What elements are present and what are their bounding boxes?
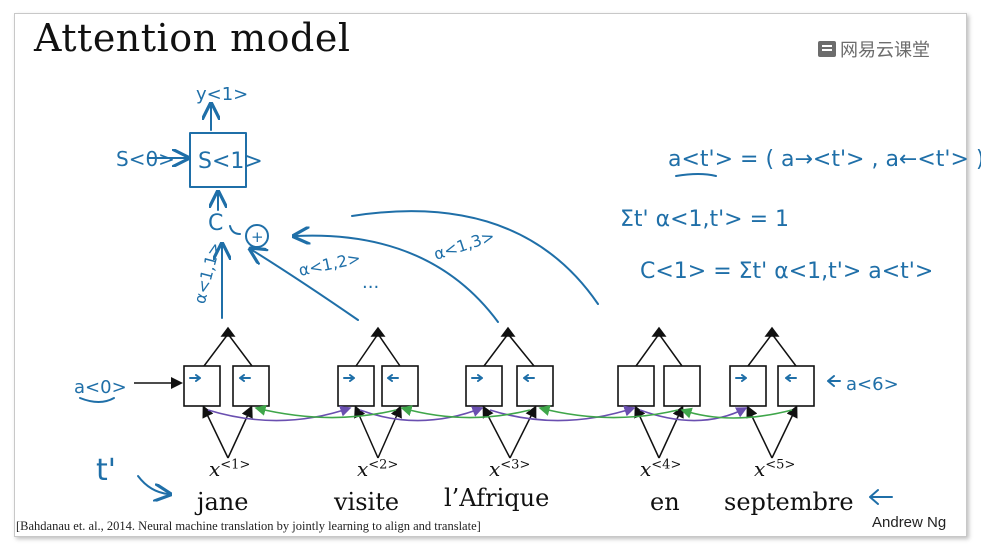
backward-cell-2 xyxy=(381,365,419,407)
x-label-3: x<3> xyxy=(489,457,531,481)
chat-bubble-icon xyxy=(818,41,836,57)
a6-label: a<6> xyxy=(846,374,899,395)
backward-cell-3 xyxy=(516,365,554,407)
input-word-4: en xyxy=(650,488,680,516)
brand-logo: 网易云课堂 xyxy=(818,36,930,62)
slide-title: Attention model xyxy=(34,16,351,60)
alpha11-label: α<1,1> xyxy=(190,240,225,306)
plus-label: + xyxy=(251,228,264,246)
forward-cell-2 xyxy=(337,365,375,407)
c-label: C xyxy=(208,211,223,236)
slide-frame xyxy=(14,13,967,537)
backward-recurrence xyxy=(254,404,793,419)
cell-output-arrows xyxy=(203,326,797,367)
forward-cell-1 xyxy=(183,365,221,407)
alpha13-label: α<1,3> xyxy=(431,226,497,263)
backward-cell-4 xyxy=(663,365,701,407)
equation-sum-one: Σt' α<1,t'> = 1 xyxy=(620,207,789,232)
t-prime-label: t' xyxy=(96,453,116,488)
input-word-1: jane xyxy=(197,488,249,516)
backward-cell-5 xyxy=(777,365,815,407)
x-label-4: x<4> xyxy=(640,457,682,481)
x-label-1: x<1> xyxy=(209,457,251,481)
input-word-2: visite xyxy=(334,488,400,516)
s1-label: S<1> xyxy=(198,149,263,174)
s0-label: S<0> xyxy=(116,147,175,171)
equation-context: C<1> = Σt' α<1,t'> a<t'> xyxy=(640,259,933,284)
x-label-5: x<5> xyxy=(754,457,796,481)
forward-cell-5 xyxy=(729,365,767,407)
citation: [Bahdanau et. al., 2014. Neural machine … xyxy=(16,519,481,533)
y1-label: y<1> xyxy=(196,84,248,105)
ellipsis-label: ... xyxy=(362,272,379,293)
backward-cell-1 xyxy=(232,365,270,407)
alpha12-label: α<1,2> xyxy=(297,248,362,280)
author-credit: Andrew Ng xyxy=(872,514,947,531)
decoder-state-box xyxy=(189,132,247,188)
forward-cell-4 xyxy=(617,365,655,407)
forward-cell-3 xyxy=(465,365,503,407)
brand-logo-text: 网易云课堂 xyxy=(840,40,930,61)
input-word-5: septembre xyxy=(724,488,854,516)
sum-node xyxy=(245,224,269,248)
input-word-3: l’Afrique xyxy=(444,484,550,512)
x-label-2: x<2> xyxy=(357,457,399,481)
cell-activation-marks xyxy=(189,374,797,382)
equation-concat: a<t'> = ( a→<t'> , a←<t'> ) xyxy=(668,147,981,172)
a0-label: a<0> xyxy=(74,377,127,398)
rnn-cells xyxy=(183,365,815,407)
attention-lines xyxy=(79,106,893,505)
